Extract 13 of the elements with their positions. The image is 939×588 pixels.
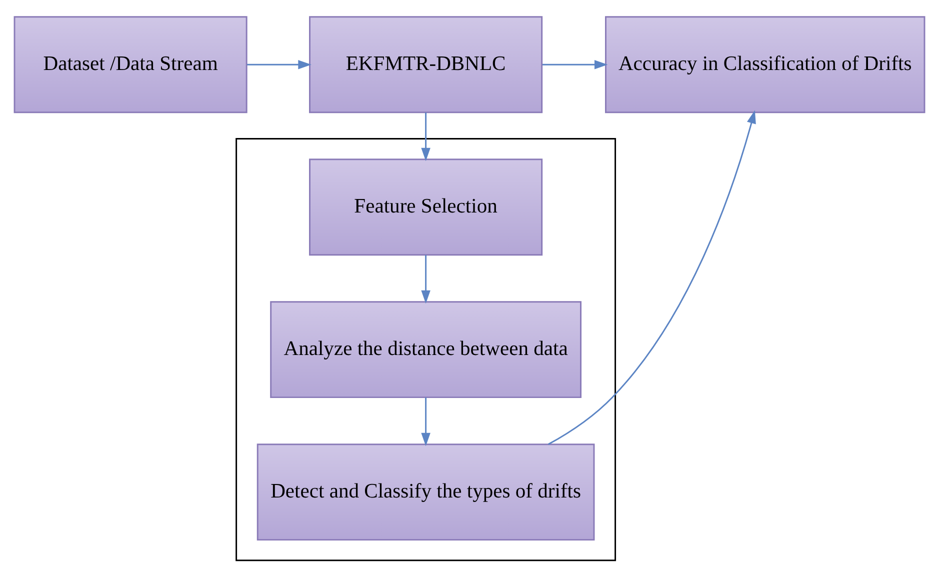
node-box: Accuracy in Classification of Drifts [605, 16, 926, 113]
node-box: Feature Selection [309, 158, 543, 256]
arrow [421, 112, 430, 161]
arrow [548, 110, 756, 444]
node-box: Dataset /Data Stream [14, 16, 248, 113]
node-box: EKFMTR-DBNLC [309, 16, 543, 113]
arrow [421, 254, 430, 304]
node-box: Analyze the distance between data [270, 300, 582, 398]
arrow [247, 59, 312, 69]
node-box: Detect and Classify the types of drifts [256, 443, 595, 540]
arrow [542, 59, 608, 69]
arrow [421, 397, 430, 446]
cluster [236, 138, 616, 561]
